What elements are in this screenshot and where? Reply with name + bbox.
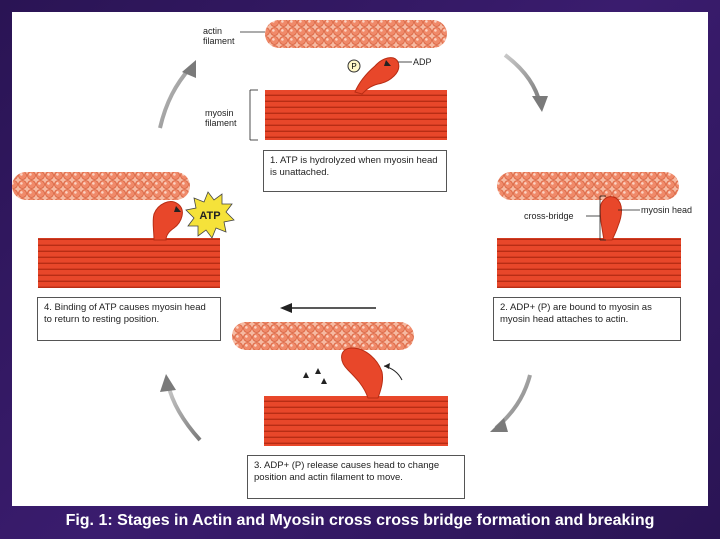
stage-3-figure <box>232 322 448 446</box>
actin-filament-3 <box>232 322 414 350</box>
myosin-filament-4 <box>38 238 220 288</box>
curved-arrow-top-left <box>158 66 192 129</box>
adp-triangle-3b <box>315 368 321 374</box>
myosin-head-4 <box>152 201 183 241</box>
stage-2-figure <box>497 172 681 288</box>
figure-caption: Fig. 1: Stages in Actin and Myosin cross… <box>65 512 655 529</box>
myosin-head-1 <box>354 57 400 95</box>
step-4-caption: 4. Binding of ATP causes myosin head to … <box>37 297 221 341</box>
myosin-filament-label: myosin filament <box>205 108 237 128</box>
adp-triangle-4 <box>174 206 181 212</box>
cross-bridge-label: cross-bridge <box>524 211 574 221</box>
phosphate-icon-1 <box>347 59 361 73</box>
myosin-filament-2 <box>497 238 681 288</box>
phosphate-label-1: P <box>351 62 356 71</box>
stage-1-figure: P <box>240 20 447 141</box>
myosin-head-3 <box>341 347 383 399</box>
curved-arrow-bottom-right <box>494 374 532 430</box>
step-3-caption: 3. ADP+ (P) release causes head to chang… <box>247 455 465 499</box>
actin-filament-label: actin filament <box>203 26 235 46</box>
actin-filament-1 <box>265 20 447 48</box>
curved-arrow-bottom-left <box>166 383 202 442</box>
actin-filament-2 <box>497 172 679 200</box>
actin-filament-4 <box>12 172 190 200</box>
adp-triangle-3c <box>321 378 327 384</box>
atp-label: ATP <box>199 210 220 222</box>
step-1-caption: 1. ATP is hydrolyzed when myosin head is… <box>263 150 447 192</box>
myosin-filament-3 <box>264 396 448 446</box>
adp-label: ADP <box>413 57 432 67</box>
stage-4-figure: ATP <box>12 172 235 288</box>
myosin-head-2 <box>599 196 622 241</box>
adp-triangle-1 <box>384 60 391 66</box>
myosin-head-label: myosin head <box>641 205 693 215</box>
adp-triangle-3a <box>303 372 309 378</box>
atp-starburst <box>185 191 235 239</box>
myosin-filament-1 <box>265 90 447 140</box>
cycle-arrows <box>158 53 548 442</box>
step-2-caption: 2. ADP+ (P) are bound to myosin as myosi… <box>493 297 681 341</box>
